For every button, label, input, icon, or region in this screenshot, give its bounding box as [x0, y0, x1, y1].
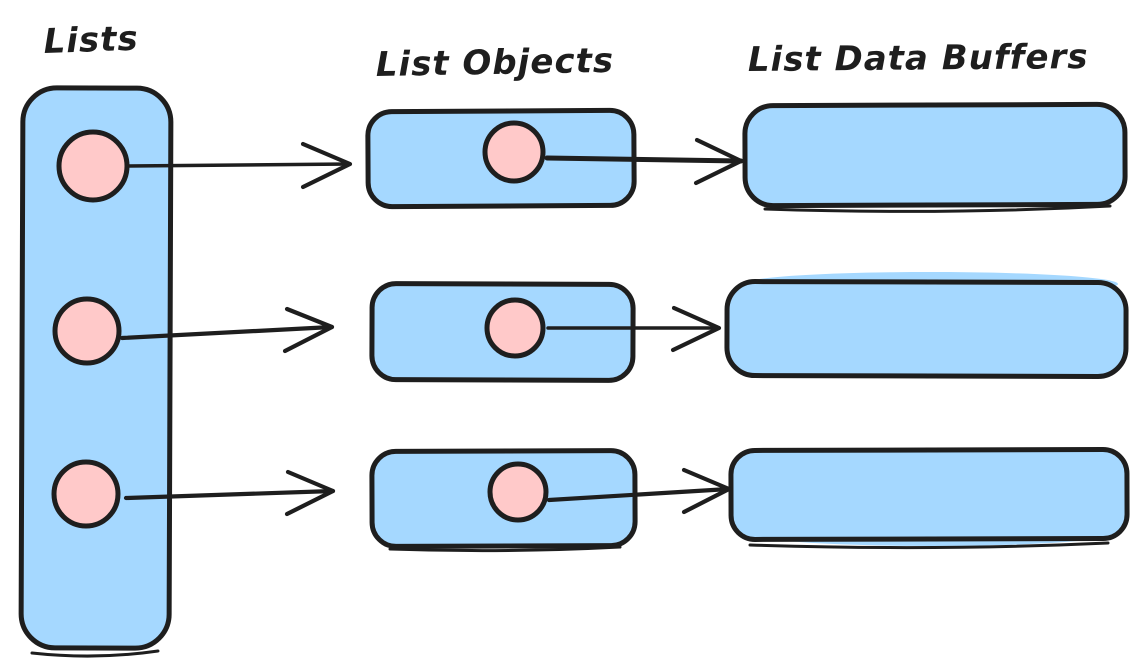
list-object-dot-2: [484, 297, 546, 359]
data-buffer-box-1: [742, 101, 1128, 213]
lists-column-label: Lists: [43, 19, 139, 62]
list-object-redraw-stroke-3: [388, 545, 622, 553]
arrow-list-to-object-2: [119, 306, 335, 354]
data-buffer-redraw-stroke-1: [763, 204, 1112, 213]
arrow-object-to-buffer-2: [546, 305, 722, 353]
data-buffer-rect-2: [724, 279, 1129, 379]
lists-entry-dot-1: [56, 129, 130, 203]
lists-entry-dot-2: [52, 296, 122, 366]
arrow-shaft: [126, 162, 352, 168]
arrow-shaft: [123, 488, 336, 501]
arrowhead-icon: [284, 469, 336, 517]
arrow-list-to-object-3: [123, 469, 336, 517]
arrow-shaft: [544, 155, 744, 164]
data-buffer-rect-1: [742, 101, 1128, 209]
arrowhead-icon: [681, 467, 732, 515]
arrowhead-icon: [693, 137, 744, 186]
data-buffer-box-3: [728, 447, 1130, 550]
list-data-buffers-column-label: List Data Buffers: [748, 37, 1089, 80]
lists-entry-dot-3: [51, 459, 121, 529]
data-buffer-rect-3: [728, 447, 1130, 542]
data-buffer-box-2: [724, 272, 1129, 379]
arrow-object-to-buffer-3: [546, 467, 732, 515]
arrowhead-icon: [670, 305, 722, 353]
arrow-list-to-object-1: [126, 141, 353, 190]
list-object-dot-3: [487, 461, 549, 523]
lists-container-redraw-stroke: [30, 649, 160, 658]
arrow-shaft: [546, 486, 732, 503]
data-buffer-redraw-stroke-3: [748, 541, 1110, 550]
arrow-object-to-buffer-1: [544, 137, 744, 186]
arrowhead-icon: [282, 306, 335, 354]
list-object-dot-1: [482, 120, 546, 184]
arrow-shaft: [119, 324, 335, 341]
arrowhead-icon: [300, 141, 353, 190]
list-objects-column-label: List Objects: [375, 41, 614, 85]
